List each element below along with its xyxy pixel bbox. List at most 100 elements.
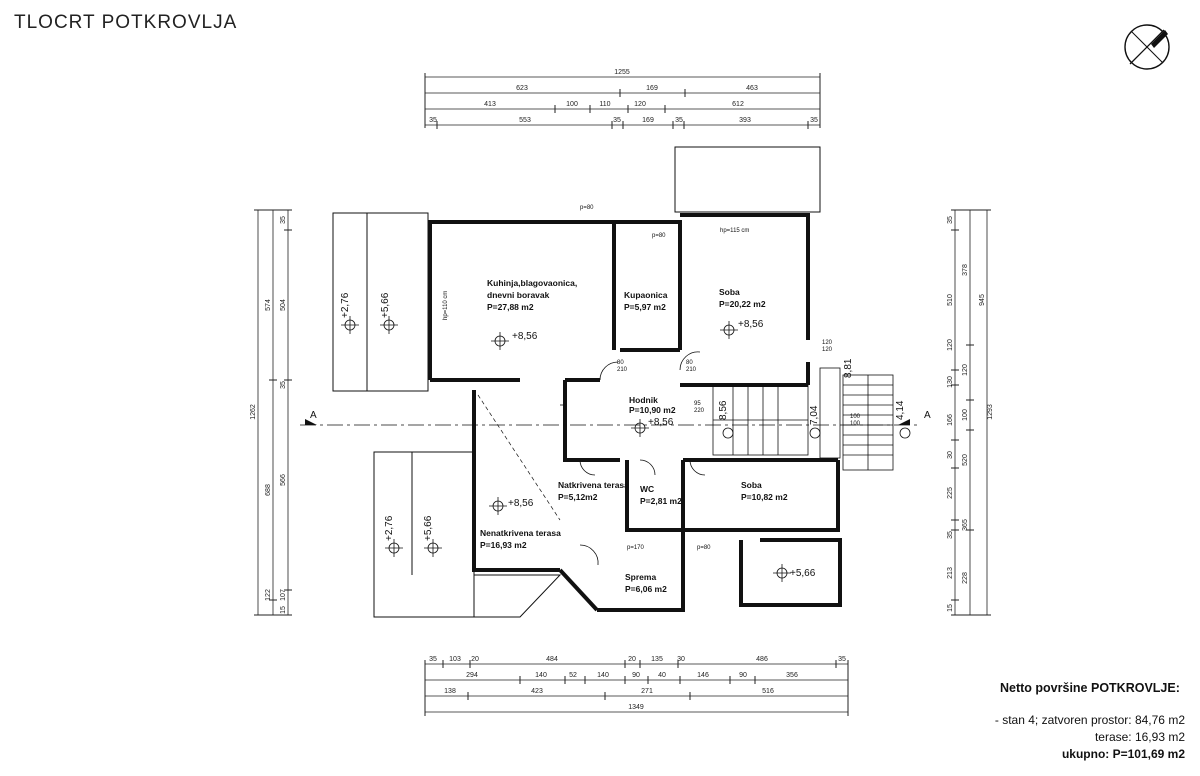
door-label-11: 100 — [850, 414, 861, 420]
kitchen-area: P=27,88 m2 — [487, 302, 534, 312]
stair-level-a: 8,56 — [718, 400, 729, 420]
dim-right-2d: 520 — [962, 454, 969, 466]
dim-top-3b: 100 — [566, 101, 578, 108]
dim-top-3d: 120 — [634, 101, 646, 108]
soba1-area: P=20,22 m2 — [719, 299, 766, 309]
dim-top-3a: 413 — [484, 101, 496, 108]
wc-label: WC — [640, 484, 654, 494]
dim-bot-3d: 516 — [762, 688, 774, 695]
dim-left-4a: 107 — [280, 589, 287, 601]
summary-heading: Netto površine POTKROVLJE: — [1000, 681, 1180, 695]
dim-bot-2a: 294 — [466, 672, 478, 679]
dim-bot-3a: 138 — [444, 688, 456, 695]
ext-level-a: 8,81 — [843, 358, 854, 378]
dim-bot-2g: 146 — [697, 672, 709, 679]
roof-bl-level-a: +2,76 — [384, 515, 395, 541]
open-terrace-area: P=16,93 m2 — [480, 540, 527, 550]
dim-bot-2h: 90 — [739, 672, 747, 679]
dim-top-4f: 393 — [739, 117, 751, 124]
door-label-10: 120 — [822, 347, 833, 353]
door-label-1: p=80 — [580, 205, 594, 211]
dim-top-4g: 35 — [810, 117, 818, 124]
roof-bl-level-b: +5,66 — [423, 515, 434, 541]
ext-level-b: 4,14 — [895, 400, 906, 420]
stair-level-b: 7,04 — [809, 405, 820, 425]
dim-bot-1e: 20 — [628, 656, 636, 663]
hodnik-label: Hodnik — [629, 395, 658, 405]
dim-bot-1g: 30 — [677, 656, 685, 663]
roof-left-level-a: +2,76 — [340, 292, 351, 318]
dim-bot-2f: 40 — [658, 672, 666, 679]
dim-bot-1c: 20 — [471, 656, 479, 663]
dim-top-3e: 612 — [732, 101, 744, 108]
open-terrace-label: Nenatkrivena terasa — [480, 528, 561, 538]
dim-left-3e: 122 — [265, 589, 272, 601]
dim-top-3c: 110 — [599, 101, 610, 108]
door-label-3: 80 — [617, 360, 624, 366]
dim-bot-2b: 140 — [535, 672, 547, 679]
roof-left-level-b: +5,66 — [380, 292, 391, 318]
dim-bot-2c: 52 — [569, 672, 577, 679]
dim-right-2e: 365 — [962, 519, 969, 531]
dim-right-outer: 1293 — [987, 404, 994, 420]
door-label-7: 95 — [694, 401, 701, 407]
bath-label: Kupaonica — [624, 290, 668, 300]
door-label-14: p=80 — [697, 545, 711, 551]
dim-bot-1h: 486 — [756, 656, 768, 663]
dim-right-1b: 510 — [947, 294, 954, 306]
dim-right-1e: 166 — [947, 414, 954, 426]
dim-top-2a: 623 — [516, 85, 528, 92]
bath-area: P=5,97 m2 — [624, 302, 666, 312]
dim-right-2c: 100 — [962, 409, 969, 421]
kitchen-label-1: Kuhinja,blagovaonica, — [487, 278, 577, 288]
dim-right-1h: 35 — [947, 531, 954, 539]
door-label-6: 210 — [686, 367, 697, 373]
area-summary: Netto površine POTKROVLJE: - stan 4; zat… — [970, 680, 1185, 763]
dim-top-4e: 35 — [675, 117, 683, 124]
covered-terrace-label: Natkrivena terasa — [558, 480, 629, 490]
dim-bot-1b: 103 — [449, 656, 461, 663]
summary-line-3: ukupno: P=101,69 m2 — [1061, 747, 1185, 761]
section-mark-left: A — [310, 410, 317, 421]
drawing-title: TLOCRT POTKROVLJA — [14, 12, 238, 33]
dim-left-4b: 15 — [280, 606, 287, 614]
storage-area: P=6,06 m2 — [625, 584, 667, 594]
dim-right-3a: 945 — [979, 294, 986, 306]
door-label-5: 80 — [686, 360, 693, 366]
dim-right-2f: 228 — [962, 572, 969, 584]
dim-left-3a: 35 — [280, 216, 287, 224]
dim-bot-1f: 135 — [651, 656, 663, 663]
roof-br-level: +5,66 — [790, 568, 816, 579]
door-label-2: p=80 — [652, 233, 666, 239]
dim-left-3c: 35 — [280, 381, 287, 389]
dim-bot-1d: 484 — [546, 656, 558, 663]
dim-top-4b: 553 — [519, 117, 531, 124]
dim-bot-2i: 356 — [786, 672, 798, 679]
soba1-hp: hp=115 cm — [720, 228, 749, 234]
soba2-area: P=10,82 m2 — [741, 492, 788, 502]
dim-right-1i: 213 — [947, 567, 954, 579]
dim-right-1j: 15 — [947, 604, 954, 612]
hodnik-level: +8,56 — [648, 417, 674, 428]
section-mark-right: A — [924, 410, 931, 421]
dim-right-1g: 225 — [947, 487, 954, 499]
dim-right-1a: 35 — [947, 216, 954, 224]
dim-top-total: 1255 — [614, 69, 630, 76]
dim-bot-1a: 35 — [429, 656, 437, 663]
open-terrace-level: +8,56 — [508, 498, 534, 509]
dim-right-1f: 30 — [947, 451, 954, 459]
kitchen-level: +8,56 — [512, 331, 538, 342]
soba1-level: +8,56 — [738, 319, 764, 330]
door-label-13: p=170 — [627, 545, 645, 551]
dim-top-4a: 35 — [429, 117, 437, 124]
dim-right-2a: 378 — [962, 264, 969, 276]
door-label-12: 100 — [850, 421, 861, 427]
dim-bot-1i: 35 — [838, 656, 846, 663]
dim-left-2a: 574 — [265, 299, 272, 311]
summary-line-2: terase: 16,93 m2 — [1094, 730, 1185, 744]
kitchen-label-2: dnevni boravak — [487, 290, 550, 300]
north-arrow-icon — [1124, 24, 1170, 70]
dim-bot-2e: 90 — [632, 672, 640, 679]
covered-terrace-area: P=5,12m2 — [558, 492, 598, 502]
dim-bot-2d: 140 — [597, 672, 609, 679]
